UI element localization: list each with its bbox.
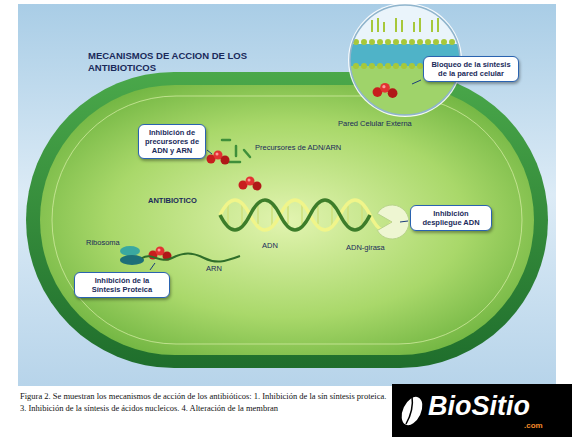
cell-wall-zoom — [413, 22, 415, 32]
cell-wall-zoom — [401, 39, 407, 45]
precursor-fragments — [244, 150, 250, 157]
part-label: Pared Celular Externa — [338, 119, 412, 128]
cell-wall-zoom — [433, 39, 439, 45]
cell-wall-zoom — [369, 39, 375, 45]
dna-helix — [220, 200, 370, 230]
part-label: ANTIBIOTICO — [148, 196, 197, 205]
ribosome — [120, 255, 144, 265]
cell-wall-zoom — [419, 18, 421, 32]
bacterium-cell — [26, 72, 548, 368]
diagram-title: MECANISMOS DE ACCION DE LOS ANTIBIOTICOS — [88, 50, 278, 74]
cell-wall-zoom — [431, 20, 433, 32]
bacterium-cell — [52, 96, 522, 344]
part-label: ADN-girasa — [346, 243, 385, 252]
callout-text: Inhibición de precursores de ADN y ARN — [144, 128, 200, 155]
ribosome — [120, 246, 144, 265]
cell-wall-zoom — [383, 22, 385, 32]
cell-wall-zoom — [395, 18, 397, 32]
callout-text: Inhibición despliegue ADN — [416, 209, 486, 227]
callout-box: Inhibición despliegue ADN — [410, 205, 492, 231]
figure-caption: Figura 2. Se muestran los mecanismos de … — [20, 390, 388, 414]
dna-helix — [227, 204, 229, 226]
callout-box: Inhibición de precursores de ADN y ARN — [138, 124, 206, 159]
precursor-fragments — [235, 146, 238, 156]
cell-wall-zoom — [373, 83, 398, 98]
cell-wall-zoom — [371, 20, 373, 32]
dna-helix — [271, 204, 273, 226]
callout-text: Inhibición de la Síntesis Proteica — [80, 276, 164, 294]
antibiotic-molecules — [239, 177, 262, 191]
cell-wall-zoom — [385, 63, 391, 69]
dna-helix — [347, 206, 349, 224]
dna-helix — [331, 204, 333, 226]
dna-gyrase — [377, 205, 409, 239]
dna-helix — [257, 206, 259, 224]
leader-lines — [150, 80, 421, 270]
dna-gyrase — [377, 205, 409, 239]
watermark-badge — [406, 396, 412, 424]
part-label: Ribosoma — [86, 238, 120, 247]
dna-helix — [287, 206, 289, 224]
cell-wall-zoom — [425, 39, 431, 45]
watermark-badge — [392, 384, 572, 437]
cell-wall-zoom — [361, 39, 367, 45]
watermark-text: BioSitio — [428, 391, 530, 422]
cell-wall-zoom — [449, 39, 455, 45]
callout-text: Bloqueo de la síntesis de la pared celul… — [429, 60, 513, 78]
cell-wall-zoom — [401, 63, 407, 69]
leader-lines — [207, 150, 212, 154]
watermark-text: .com — [524, 421, 543, 430]
cell-wall-zoom — [377, 18, 379, 32]
cell-wall-zoom — [409, 63, 415, 69]
rna-strand — [142, 254, 240, 262]
antibiotic-molecules — [207, 151, 230, 165]
dna-helix — [317, 206, 319, 224]
cell-wall-zoom — [401, 20, 403, 32]
dna-helix — [220, 200, 392, 230]
part-label: ADN — [262, 241, 278, 250]
part-label: Precursores de ADN/ARN — [255, 143, 341, 152]
cell-wall-zoom — [417, 39, 423, 45]
watermark-badge — [398, 394, 427, 429]
part-label: ARN — [206, 264, 222, 273]
cell-wall-zoom — [377, 39, 383, 45]
background-panel — [18, 4, 556, 386]
cell-wall-zoom — [377, 63, 383, 69]
cell-wall-zoom — [369, 63, 375, 69]
cell-wall-zoom — [353, 63, 359, 69]
leader-lines — [150, 263, 155, 270]
ribosome — [120, 246, 140, 256]
cell-wall-zoom — [409, 39, 415, 45]
precursor-fragments — [222, 139, 230, 142]
background-panel — [18, 4, 556, 386]
cell-wall-zoom — [393, 63, 399, 69]
bacterium-cell — [26, 72, 548, 368]
dna-helix — [220, 200, 392, 230]
cell-wall-zoom — [393, 39, 399, 45]
cell-wall-zoom — [371, 18, 439, 32]
cell-wall-zoom — [361, 63, 367, 69]
bacterium-cell — [40, 85, 534, 355]
cell-wall-zoom — [385, 39, 391, 45]
cell-wall-zoom — [437, 18, 439, 32]
dna-helix — [301, 204, 303, 226]
dna-helix — [361, 204, 363, 226]
leader-lines — [400, 221, 408, 222]
rna-strand — [142, 254, 240, 262]
leader-lines — [412, 80, 421, 84]
callout-box: Inhibición de la Síntesis Proteica — [74, 272, 170, 298]
callout-box: Bloqueo de la síntesis de la pared celul… — [423, 56, 519, 82]
cell-wall-zoom — [441, 39, 447, 45]
dna-helix — [241, 204, 243, 226]
watermark-badge — [392, 384, 572, 437]
